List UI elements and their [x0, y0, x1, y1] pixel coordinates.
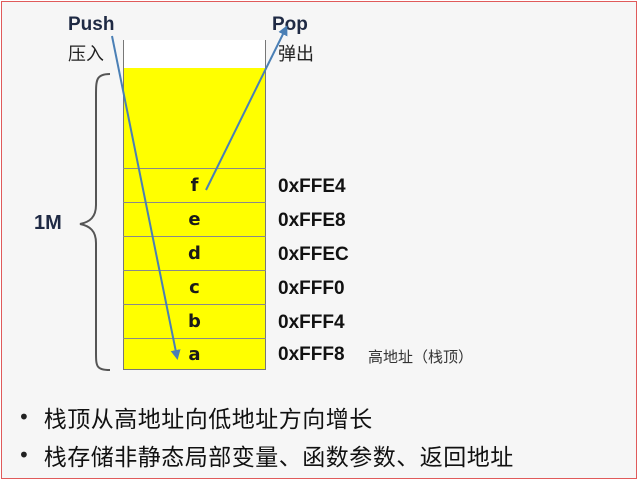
slot-label: e — [188, 209, 201, 230]
address-label: 0xFFF8 — [278, 344, 345, 365]
bullet-item: • 栈存储非静态局部变量、函数参数、返回地址 — [18, 438, 514, 472]
stack-slot-b: b — [123, 304, 266, 338]
stack-brace — [79, 73, 111, 371]
stack-slot-d: d — [123, 236, 266, 270]
stack-slot-a: a — [123, 338, 266, 370]
slot-label: c — [189, 277, 200, 298]
stack-slot-e: e — [123, 202, 266, 236]
pop-arrow — [205, 25, 288, 191]
push-label: Push — [68, 14, 115, 35]
address-label: 0xFFE8 — [278, 210, 346, 231]
push-arrow — [111, 35, 181, 360]
slot-label: a — [188, 344, 201, 365]
bullet-dot-icon: • — [18, 405, 30, 429]
address-label: 0xFFE4 — [278, 176, 346, 197]
bullet-dot-icon: • — [18, 443, 30, 467]
stack-slot-c: c — [123, 270, 266, 304]
bullet-item: • 栈顶从高地址向低地址方向增长 — [18, 400, 373, 434]
pop-label-cn: 弹出 — [278, 44, 314, 65]
slot-label: b — [188, 311, 201, 332]
address-label: 0xFFEC — [278, 244, 349, 265]
bullet-text: 栈顶从高地址向低地址方向增长 — [43, 407, 373, 433]
address-label: 0xFFF4 — [278, 312, 345, 333]
push-label-cn: 压入 — [68, 44, 104, 65]
address-label: 0xFFF0 — [278, 278, 345, 299]
high-address-note: 高地址（栈顶） — [368, 348, 474, 366]
slot-label: f — [190, 175, 199, 196]
stack-slot-f: f — [123, 168, 266, 202]
bullet-text: 栈存储非静态局部变量、函数参数、返回地址 — [43, 445, 514, 471]
stack-size-label: 1M — [34, 212, 62, 234]
slot-label: d — [188, 243, 201, 264]
